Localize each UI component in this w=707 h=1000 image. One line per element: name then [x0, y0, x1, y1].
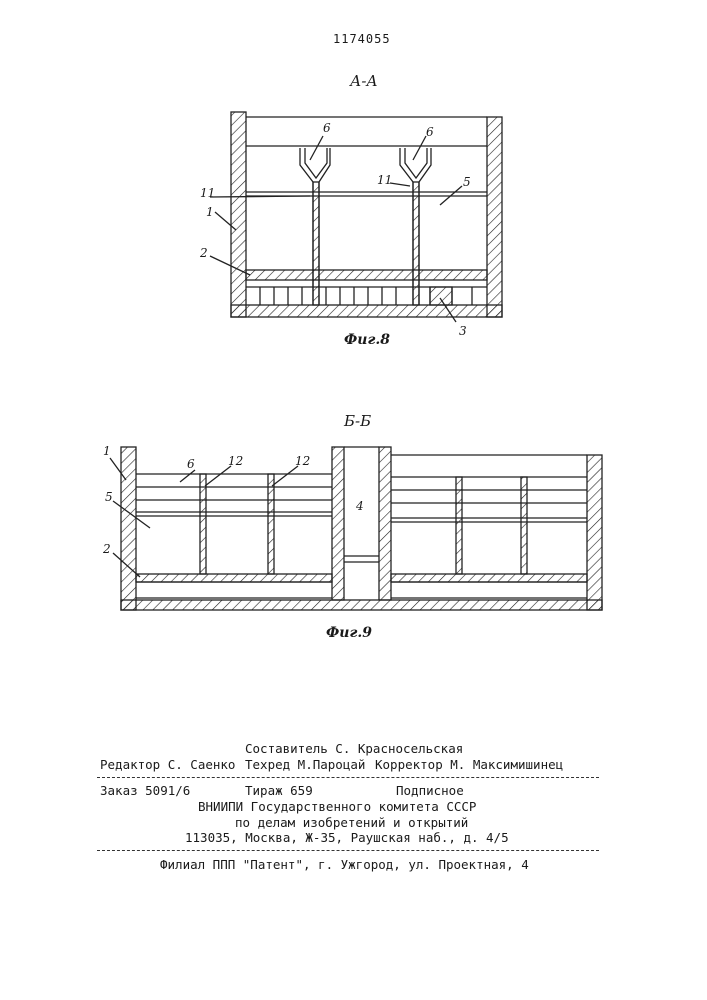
- imprint-subscription: Подписное: [396, 783, 464, 798]
- fig8-label-1: 1: [206, 205, 214, 219]
- fig8-label-2: 2: [200, 246, 208, 260]
- figure-9-drawing: [110, 447, 602, 610]
- figure-8-drawing: [210, 112, 502, 322]
- divider-1: [97, 777, 599, 778]
- fig8-label-11b: 11: [377, 173, 392, 187]
- imprint-compiler: Составитель С. Красносельская: [245, 741, 463, 756]
- imprint-order: Заказ 5091/6: [100, 783, 190, 798]
- imprint-corrector: Корректор М. Максимишинец: [375, 757, 563, 772]
- fig9-label-12b: 12: [295, 454, 310, 468]
- fig9-label-5: 5: [105, 490, 113, 504]
- fig8-label-5: 5: [463, 175, 471, 189]
- fig9-label-1: 1: [103, 444, 111, 458]
- fig9-caption: Фиг.9: [326, 625, 372, 641]
- fig9-label-6: 6: [187, 457, 195, 471]
- fig9-label-4: 4: [356, 499, 364, 513]
- imprint-address: 113035, Москва, Ж-35, Раушская наб., д. …: [185, 830, 509, 845]
- fig9-label-12a: 12: [228, 454, 243, 468]
- fig8-label-6a: 6: [323, 121, 331, 135]
- fig8-label-11a: 11: [200, 186, 215, 200]
- imprint-org-line1: ВНИИПИ Государственного комитета СССР: [198, 799, 476, 814]
- fig8-label-6b: 6: [426, 125, 434, 139]
- imprint-techred: Техред М.Пароцай: [245, 757, 365, 772]
- fig8-label-3: 3: [459, 324, 467, 338]
- imprint-org-line2: по делам изобретений и открытий: [235, 815, 468, 830]
- fig9-section-label: Б-Б: [344, 412, 371, 430]
- divider-2: [97, 850, 599, 851]
- imprint-editor: Редактор С. Саенко: [100, 757, 235, 772]
- imprint-print-run: Тираж 659: [245, 783, 313, 798]
- fig9-label-2: 2: [103, 542, 111, 556]
- imprint-branch: Филиал ППП "Патент", г. Ужгород, ул. Про…: [160, 857, 529, 872]
